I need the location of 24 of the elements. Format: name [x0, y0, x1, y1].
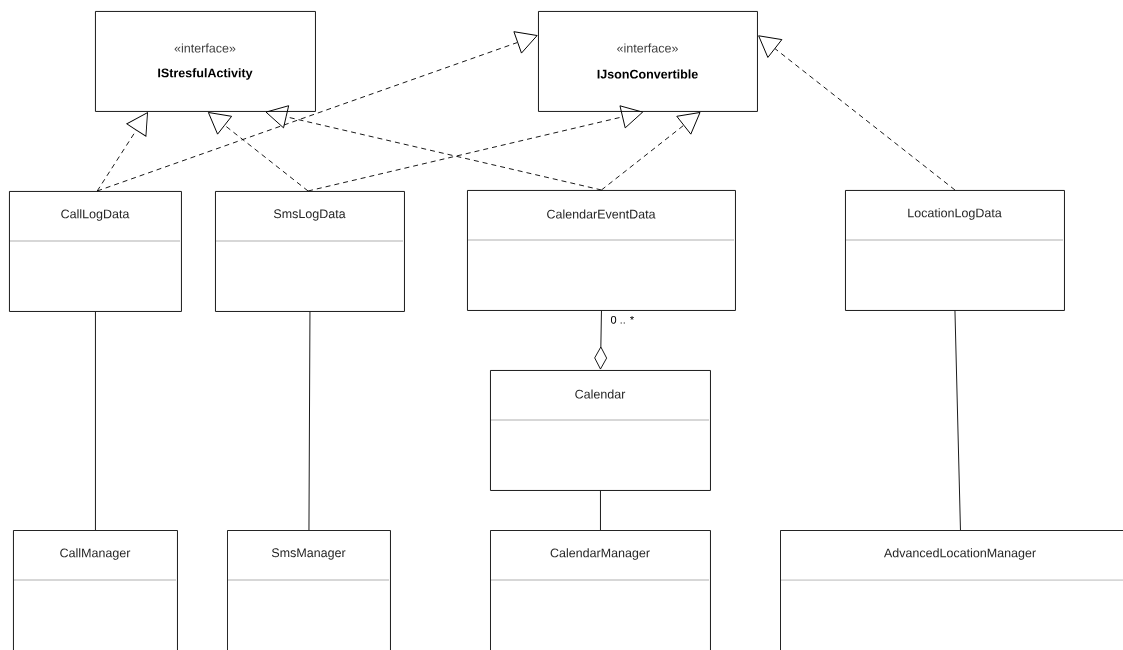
- class-box: LocationLogData: [845, 190, 1065, 311]
- association-line: [954, 310, 961, 531]
- realization-arrow: [265, 105, 602, 191]
- realization-arrow: [601, 112, 701, 191]
- realization-arrow: [96, 112, 148, 192]
- class-box: SmsLogData: [215, 191, 405, 312]
- class-box: SmsManager: [227, 530, 391, 650]
- class-box: CallManager: [13, 530, 178, 650]
- realization-arrow: [207, 112, 309, 192]
- aggregation-line: [594, 310, 608, 370]
- edge-label: 0 .. *: [609, 314, 636, 325]
- realization-arrow: [758, 35, 956, 191]
- class-box: CallLogData: [9, 191, 182, 312]
- association-line: [308, 311, 311, 531]
- class-box: CalendarManager: [490, 530, 711, 650]
- interface-box: «interface» IJsonConvertible: [538, 11, 758, 112]
- class-box: AdvancedLocationManager: [780, 530, 1123, 650]
- realization-arrow: [307, 105, 644, 192]
- association-line: [95, 311, 96, 531]
- interface-box: «interface» IStresfulActivity: [95, 11, 316, 112]
- realization-arrow: [96, 31, 538, 192]
- class-box: Calendar: [490, 370, 711, 491]
- association-line: [600, 490, 601, 531]
- class-box: CalendarEventData: [467, 190, 736, 311]
